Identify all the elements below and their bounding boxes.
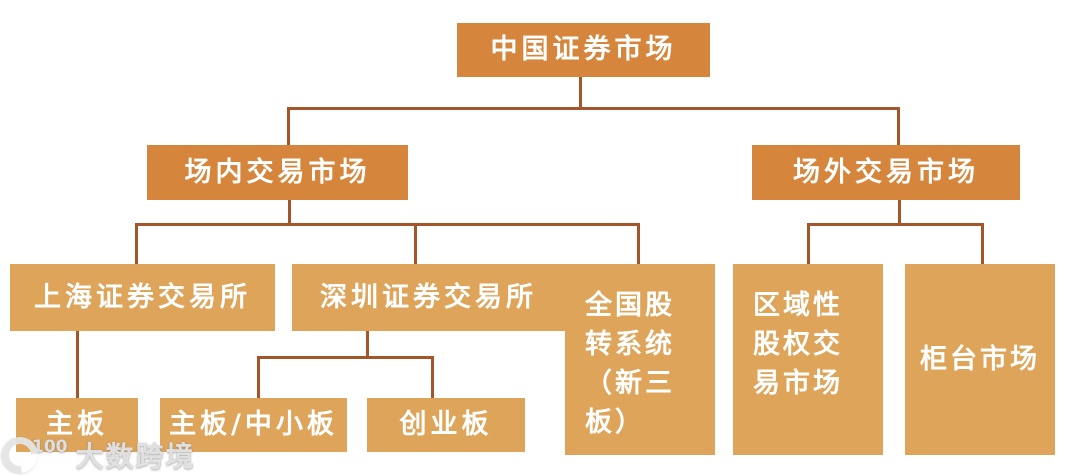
node-shenzhen-stock-exchange: 深圳证券交易所 (292, 264, 565, 331)
edge-level1-horizontal (287, 107, 900, 110)
edge-chinext-up (431, 356, 434, 398)
edge-offsite-children-horizontal (807, 223, 984, 226)
brand-logo-number: 100 (32, 437, 68, 457)
edge-offsite-down (898, 200, 901, 226)
node-main-board: 主板 (16, 398, 138, 452)
edge-neeq-up (637, 223, 640, 264)
edge-offsite-up (897, 107, 900, 145)
edge-onsite-down (288, 200, 291, 226)
edge-counter-up (981, 223, 984, 264)
edge-onsite-up (287, 107, 290, 145)
node-neeq-new-third-board: 全国股转系统（新三板） (565, 264, 715, 455)
edge-szse-down (366, 331, 369, 359)
node-shanghai-stock-exchange: 上海证券交易所 (10, 264, 275, 331)
edge-root-down (579, 77, 582, 110)
edge-sse-to-mainboard (76, 331, 79, 398)
node-china-securities-market: 中国证券市场 (457, 23, 710, 77)
edge-sse-up (135, 223, 138, 264)
brand-name: 大数跨境 (75, 440, 196, 473)
node-chinext-board: 创业板 (367, 398, 525, 452)
node-regional-equity-market: 区域性股权交易市场 (733, 264, 883, 455)
node-otc-trading-market: 场外交易市场 (752, 145, 1020, 200)
edge-szse-up (414, 223, 417, 264)
edge-onsite-children-horizontal (135, 223, 640, 226)
edge-regional-up (807, 223, 810, 264)
watermark: 100 大数跨境 (0, 429, 196, 476)
edge-szse-children-horizontal (257, 356, 434, 359)
node-main-sme-board: 主板/中小板 (160, 398, 347, 452)
node-onsite-trading-market: 场内交易市场 (147, 145, 408, 200)
edge-main-sme-up (257, 356, 260, 398)
node-counter-market: 柜台市场 (905, 264, 1055, 455)
